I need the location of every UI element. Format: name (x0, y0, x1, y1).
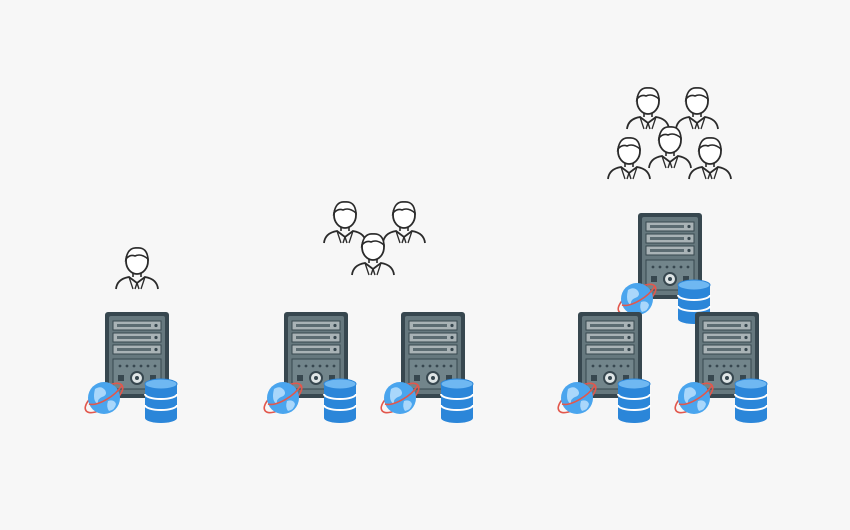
database-icon (440, 378, 474, 423)
user-icon (675, 87, 719, 130)
user-icon (626, 87, 670, 130)
users-group (323, 201, 426, 276)
database-icon (617, 378, 651, 423)
server-icon (263, 312, 357, 423)
scenario-tiered (557, 87, 768, 423)
user-icon (688, 137, 732, 180)
database-icon (144, 378, 178, 423)
user-icon (323, 201, 367, 244)
user-icon (607, 137, 651, 180)
user-icon (648, 126, 692, 169)
user-icon (382, 201, 426, 244)
server-icon (674, 312, 768, 423)
database-icon (734, 378, 768, 423)
server-icon (380, 312, 474, 423)
web-globe-icon (84, 382, 124, 414)
user-icon (351, 233, 395, 276)
server-icon (557, 312, 651, 423)
database-icon (323, 378, 357, 423)
servers-group (557, 213, 768, 423)
scenario-single (84, 247, 178, 423)
users-group (115, 247, 159, 290)
server-icon (84, 312, 178, 423)
web-globe-icon (674, 382, 714, 414)
user-icon (115, 247, 159, 290)
web-globe-icon (617, 283, 657, 315)
diagram-content (84, 87, 768, 423)
users-group (607, 87, 732, 180)
web-globe-icon (557, 382, 597, 414)
servers-group (84, 312, 178, 423)
web-globe-icon (263, 382, 303, 414)
scenario-scaled (263, 201, 474, 423)
servers-group (263, 312, 474, 423)
server-icon (617, 213, 711, 324)
web-globe-icon (380, 382, 420, 414)
